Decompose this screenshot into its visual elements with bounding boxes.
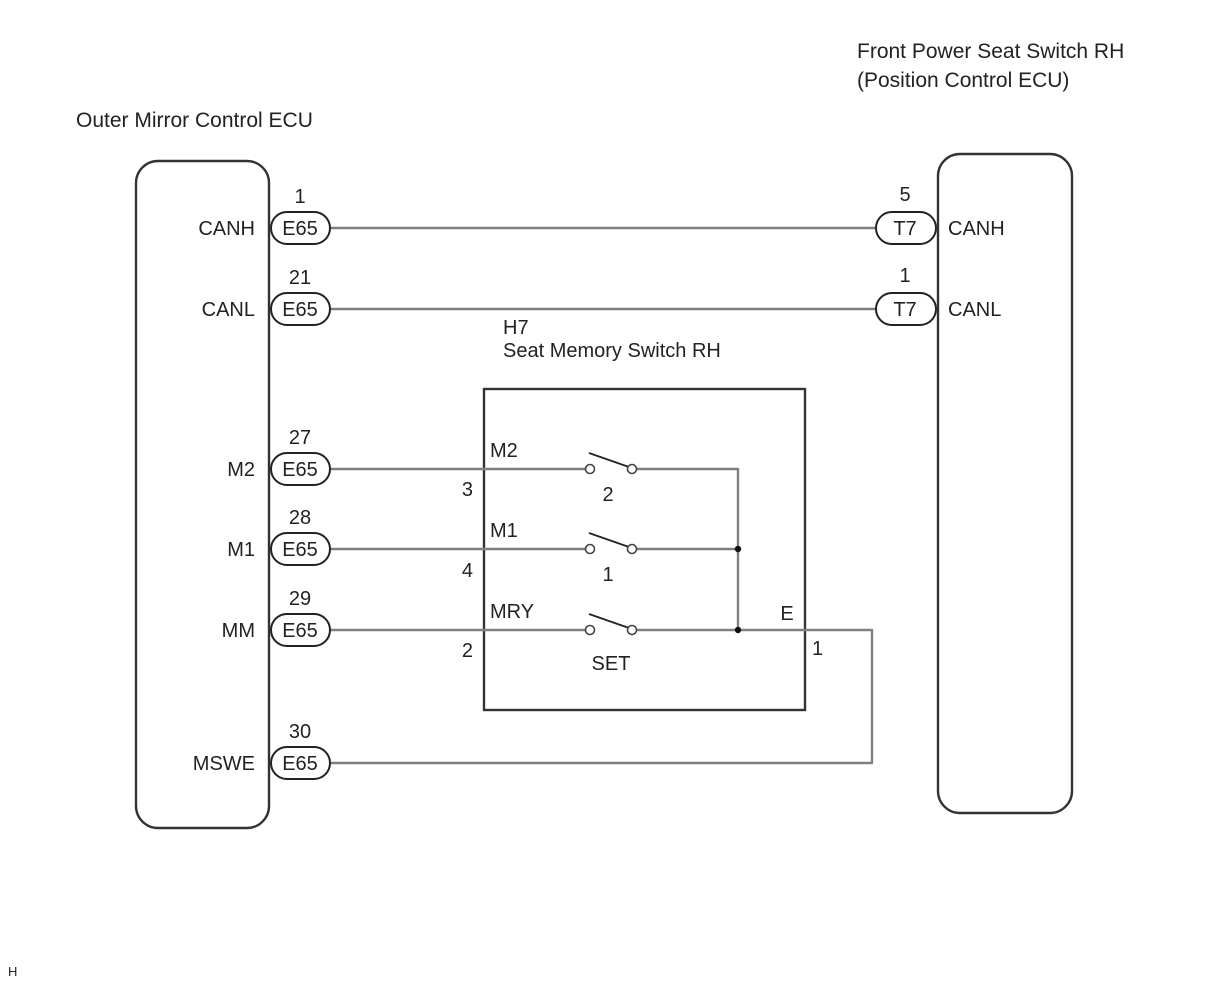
- pin-number: 5: [899, 184, 910, 206]
- connector-id: E65: [282, 299, 318, 321]
- switch-label-1: 1: [602, 564, 613, 586]
- ground-pin-number: 1: [812, 638, 823, 660]
- signal-label: M1: [227, 539, 255, 561]
- memory-switch-title: Seat Memory Switch RH: [503, 340, 721, 362]
- terminal-label-m2: M2: [490, 440, 518, 462]
- connector-pill: [270, 292, 331, 326]
- right-ecu-title-line1: Front Power Seat Switch RH: [857, 40, 1124, 63]
- left-ecu-connectors: E651CANHE6521CANLE6527M2E6528M1E6529MME6…: [193, 186, 331, 780]
- pin-number: 21: [289, 267, 311, 289]
- footer-code: H: [8, 964, 17, 979]
- signal-label: M2: [227, 459, 255, 481]
- pin-number-2: 2: [462, 640, 473, 662]
- terminal-label-mry: MRY: [490, 601, 534, 623]
- signal-label: CANH: [198, 218, 255, 240]
- pin-number: 27: [289, 427, 311, 449]
- switch-label-2: 2: [602, 484, 613, 506]
- switch-2: [584, 452, 638, 475]
- switch-1: [584, 532, 638, 555]
- connector-pill: [270, 613, 331, 647]
- right-ecu-title-line2: (Position Control ECU): [857, 69, 1069, 92]
- connector-pill: [270, 452, 331, 486]
- connector-id: E65: [282, 539, 318, 561]
- pin-number-4: 4: [462, 560, 473, 582]
- left-ecu-title: Outer Mirror Control ECU: [76, 109, 313, 132]
- junction-dot: [734, 626, 742, 634]
- pin-number: 1: [294, 186, 305, 208]
- connector-pill: [270, 746, 331, 780]
- connector-pill: [875, 211, 937, 245]
- signal-label: MSWE: [193, 753, 255, 775]
- ground-terminal-label: E: [780, 603, 793, 625]
- connector-pill: [875, 292, 937, 326]
- connector-pill: [270, 211, 331, 245]
- connector-id: T7: [893, 299, 916, 321]
- connector-pill: [270, 532, 331, 566]
- signal-label: MM: [222, 620, 255, 642]
- switch-label-set: SET: [592, 653, 631, 675]
- connector-id: E65: [282, 218, 318, 240]
- connector-id: E65: [282, 459, 318, 481]
- connector-id: E65: [282, 620, 318, 642]
- junction-dot: [734, 545, 742, 553]
- terminal-label-m1: M1: [490, 520, 518, 542]
- connector-id: T7: [893, 218, 916, 240]
- pin-number: 29: [289, 588, 311, 610]
- signal-label: CANH: [948, 218, 1005, 240]
- pin-number: 28: [289, 507, 311, 529]
- switch-set: [584, 613, 638, 636]
- left-ecu-box: [134, 159, 271, 830]
- right-ecu-box: [936, 152, 1074, 815]
- connector-id: E65: [282, 753, 318, 775]
- pin-number: 30: [289, 721, 311, 743]
- signal-label: CANL: [202, 299, 255, 321]
- pin-number-3: 3: [462, 479, 473, 501]
- pin-number: 1: [899, 265, 910, 287]
- memory-switch-connector: H7: [503, 317, 529, 339]
- signal-label: CANL: [948, 299, 1001, 321]
